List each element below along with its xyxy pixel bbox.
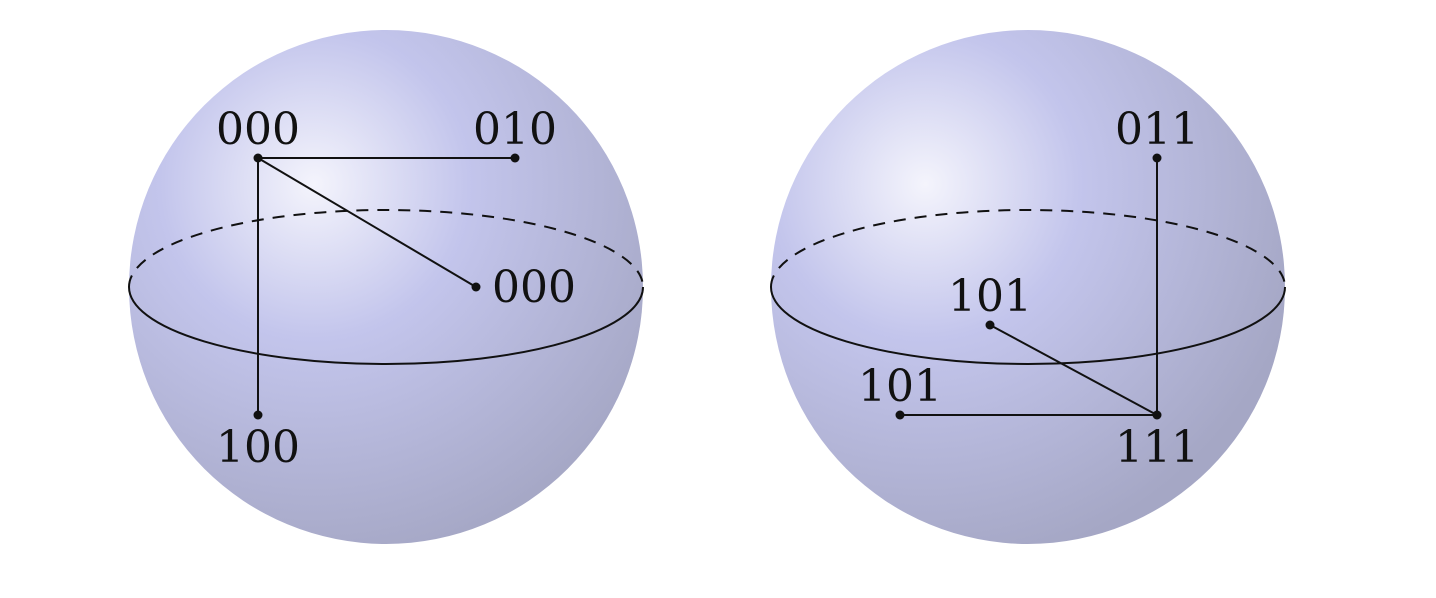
left-label-top-right: 010	[473, 104, 557, 155]
left-label-middle: 000	[492, 262, 576, 313]
right-node-left	[895, 410, 905, 420]
left-node-top-right	[510, 153, 520, 163]
left-equator-back	[128, 209, 644, 288]
right-node-top	[1152, 153, 1162, 163]
right-node-bottom-right	[1152, 410, 1162, 420]
right-label-top: 011	[1115, 104, 1199, 155]
left-node-middle	[471, 282, 481, 292]
right-edge-111-101-inner	[989, 324, 1158, 416]
right-node-inner	[985, 320, 995, 330]
right-equator-front	[770, 286, 1286, 365]
left-sphere: 000 010 000 100	[128, 30, 644, 544]
right-label-inner: 101	[948, 271, 1032, 322]
right-sphere: 011 101 101 111	[770, 30, 1286, 544]
left-label-top-left: 000	[216, 104, 300, 155]
left-label-bottom: 100	[216, 422, 300, 473]
left-node-bottom	[253, 410, 263, 420]
right-label-left: 101	[858, 361, 942, 412]
left-edge-000-000	[257, 157, 477, 288]
right-equator-back	[770, 209, 1286, 288]
left-node-top-left	[253, 153, 263, 163]
right-label-bottom-right: 111	[1115, 422, 1199, 473]
left-equator-front	[128, 286, 644, 365]
